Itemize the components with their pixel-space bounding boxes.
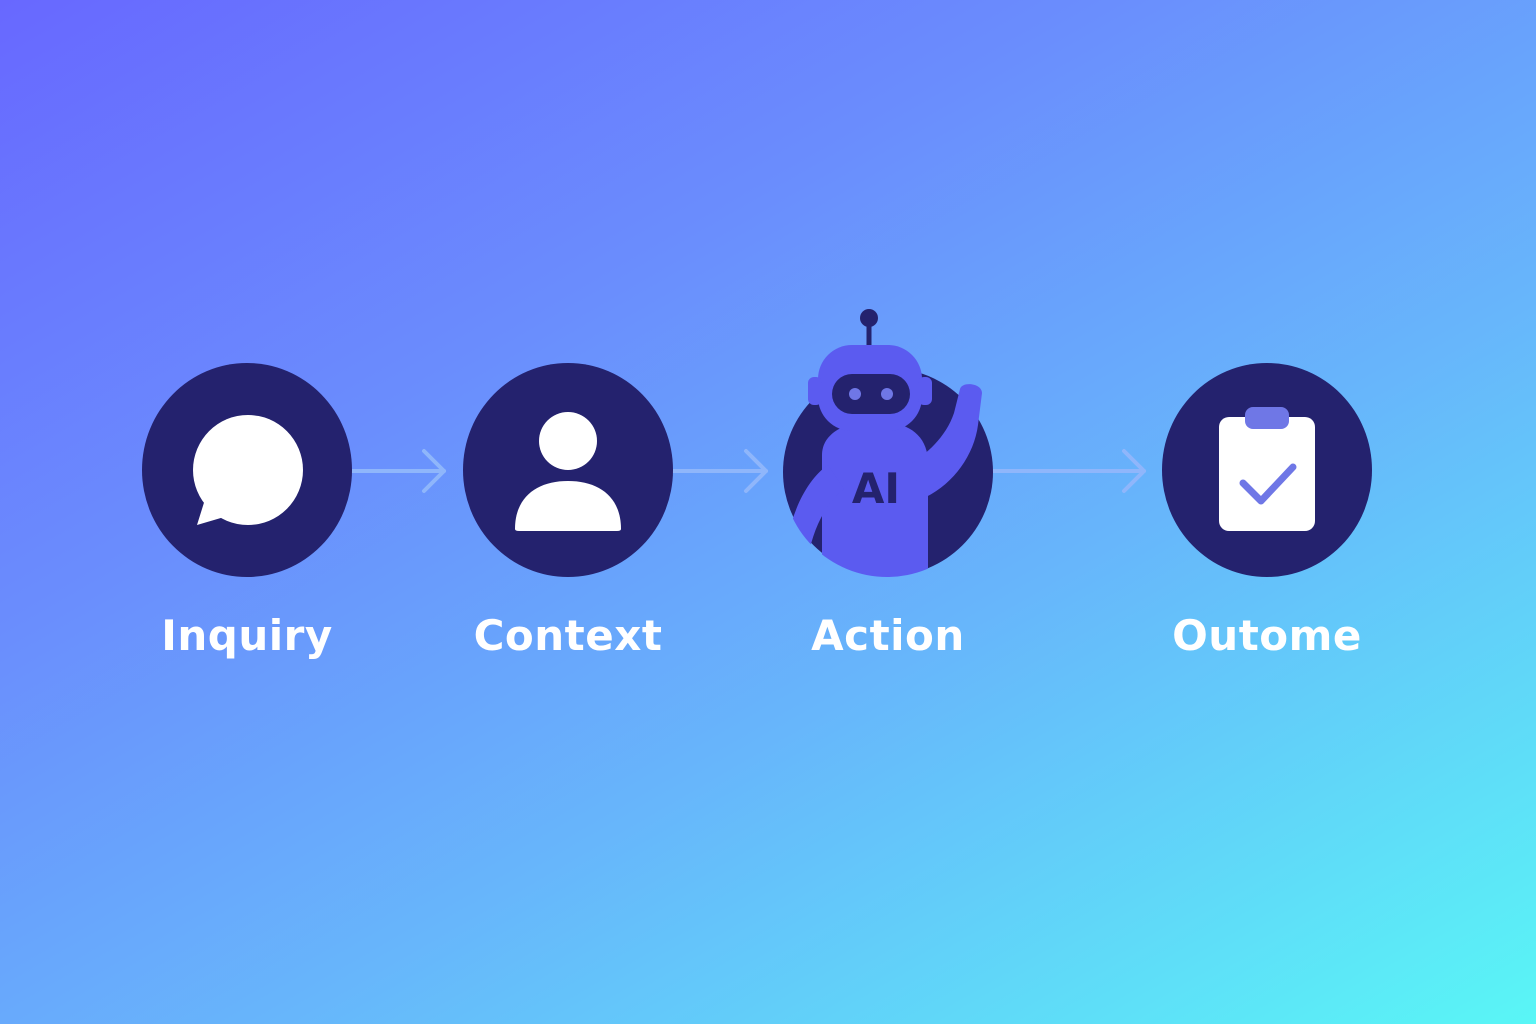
step-label: Action (811, 611, 965, 660)
clipboard-check-icon (1219, 407, 1315, 531)
ai-robot-icon: AI (786, 309, 982, 577)
step-label: Context (473, 611, 663, 660)
user-icon (515, 412, 621, 531)
arrow-context-to-action (670, 449, 768, 493)
step-label: Inquiry (161, 611, 333, 660)
arrow-action-to-outcome (990, 449, 1146, 493)
step-label: Outome (1172, 611, 1362, 660)
arrow-inquiry-to-context (348, 449, 446, 493)
speech-bubble-icon (193, 415, 303, 525)
ai-badge-text: AI (852, 464, 900, 513)
